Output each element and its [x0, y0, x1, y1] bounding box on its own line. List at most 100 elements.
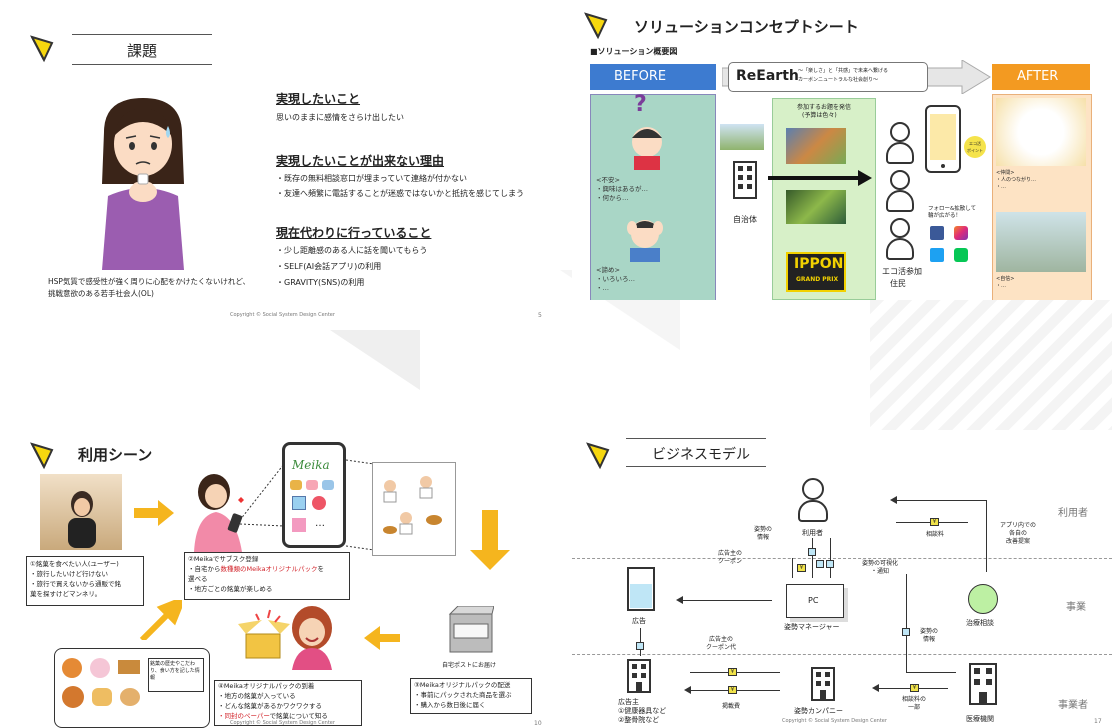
chef-figures-illustration — [383, 476, 442, 535]
before-panel — [590, 94, 716, 300]
text-alt-2: ・SELF(AI会話アプリ)の利用 — [276, 262, 382, 271]
ippon-banner — [786, 252, 846, 292]
pc-monitor-icon — [786, 584, 844, 618]
brand-box — [728, 62, 928, 92]
step1-line3: ・旅行で買えないから通販で銘 — [30, 580, 121, 588]
page-number: 17 — [1094, 718, 1102, 725]
advertiser-building-icon — [627, 659, 651, 693]
section-divider-line — [572, 558, 1112, 559]
step1-line2: ・旅行したいけど行けない — [30, 570, 108, 578]
logo-icon — [584, 12, 608, 40]
resident-label-1: エコ活参加 — [882, 267, 922, 276]
yen-coin-icon: ¥ — [930, 518, 939, 526]
after-label: AFTER — [1017, 69, 1059, 84]
ippon-title: IPPON — [794, 256, 844, 272]
text-achieve: 思いのままに感情をさらけ出したい — [276, 113, 404, 122]
after-header — [992, 64, 1090, 90]
label-visual-notify: 姿勢の可視化・通知 — [862, 560, 899, 575]
medical-building-icon — [969, 663, 997, 705]
happy-woman-illustration — [292, 606, 332, 670]
resident-body-icon — [886, 142, 914, 164]
user-body-icon — [798, 500, 828, 522]
arrow-head-left-icon — [872, 684, 879, 692]
heading-alternatives: 現在代わりに行っていること — [276, 226, 432, 240]
sitting-woman-illustration — [68, 491, 96, 548]
footer-copyright: Copyright © Social System Design Center — [230, 312, 335, 318]
side-label-users: 利用者 — [1058, 508, 1088, 519]
step4-line4-highlight: ・同封のペーパー — [218, 712, 270, 720]
heading-what-to-achieve: 実現したいこと — [276, 92, 361, 106]
head-in-hands-illustration — [627, 220, 663, 262]
step2-box — [184, 552, 350, 600]
follow-share-text: フォロー&拡散して輪が広がる！ — [928, 206, 977, 219]
logo-icon — [30, 442, 54, 470]
photo-group-people — [996, 212, 1086, 272]
flow-line — [906, 574, 907, 672]
challenge-panel-title-1: 参加するお題を発信 — [797, 104, 852, 111]
flow-line — [792, 558, 793, 578]
company-label: 姿勢カンパニー — [794, 707, 843, 715]
before-note-1: <不安>・興味はあるが…・何から… — [596, 176, 648, 202]
section-divider-line — [572, 654, 1112, 655]
persona-caption-line1: HSP気質で感受性が強く周りに心配をかけたくないけれど、 — [48, 277, 251, 286]
label-ad-fee: 掲載費 — [722, 703, 741, 710]
brand-tagline-1: ～「楽しさ」と「共感」で未来へ繋げる — [798, 68, 889, 74]
step3-line1: ③Meikaオリジナルパックの配送 — [414, 681, 511, 689]
flow-line — [830, 538, 831, 578]
step2-line4: ・地方ごとの銘菓が楽しめる — [188, 585, 273, 593]
dotted-zoom-lines — [346, 459, 375, 551]
sweet-item-4 — [62, 686, 84, 708]
yen-coin-icon: ¥ — [797, 564, 806, 572]
flow-line — [986, 500, 987, 572]
footer-copyright: Copyright © Social System Design Center — [782, 718, 887, 724]
step1-line4: 菓を探すけどマンネリ。 — [30, 590, 102, 598]
step2-line2-suffix: を — [317, 565, 325, 573]
brand-tagline-2: カーボンニュートラルな社会創り～ — [798, 77, 879, 83]
label-ad-coupon-fee: 広告主のクーポン代 — [706, 636, 737, 651]
ad-panel-icon — [627, 567, 655, 611]
flow-line — [896, 500, 986, 501]
step4-line4: ・同封のペーパーで銘菓について知る — [218, 712, 328, 721]
right-arrow-icon — [768, 170, 872, 186]
page-number: 10 — [534, 720, 542, 727]
step4-line4-suffix: で銘菓について知る — [269, 712, 328, 720]
brand-name: ReEarth — [736, 68, 799, 84]
resident-head-icon — [890, 218, 910, 238]
before-header — [590, 64, 716, 90]
logo-icon — [586, 442, 610, 470]
user-label: 利用者 — [802, 529, 823, 537]
step3-line3: ・購入から数日後に届く — [414, 701, 486, 709]
step2-line2-highlight: 数種類のMeikaオリジナルパック — [220, 565, 318, 573]
challenge-panel-title-2: (予算は色々) — [802, 112, 837, 119]
yellow-arrow-left-icon — [364, 626, 400, 650]
label-ad-coupon: 広告主のクーポン — [718, 550, 743, 565]
coupon-token-icon — [816, 560, 824, 568]
posture-info-token-icon — [808, 548, 816, 556]
sweets-info-text: 銘菓の歴史やこだわり、食い方を記した情報 — [150, 661, 200, 681]
consult-label: 治療相談 — [966, 619, 994, 627]
yen-coin-icon: ¥ — [910, 684, 919, 692]
text-alt-1: ・少し距離感のある人に話を聞いてもらう — [276, 246, 428, 255]
sweet-item-3 — [118, 660, 140, 674]
consult-circle-icon — [968, 584, 998, 614]
slide-issues: 課題 HSP気質で感受性が強く周りに心配をかけたくないけれど、 挑戦意欲のある若… — [0, 0, 556, 330]
eco-point-badge: エコ活ポイント — [964, 136, 986, 158]
app-tile-gift-box-icon — [292, 518, 306, 532]
sweet-item-1 — [62, 658, 82, 678]
photo-community-circle — [996, 98, 1086, 166]
step2-line2: ・自宅から数種類のMeikaオリジナルパックを — [188, 565, 324, 574]
step4-line2: ・地方の銘菓が入っている — [218, 692, 296, 700]
flow-line — [812, 538, 813, 578]
slide-title: 利用シーン — [78, 446, 153, 464]
sweets-info-card — [148, 658, 204, 692]
slide-business-model: ビジネスモデル 利用者 事業 事業者 利用者 姿勢の情報 広告主のクーポン 姿勢… — [572, 430, 1112, 728]
yellow-arrow-diagonal-icon — [139, 600, 182, 640]
posture-info-token-icon — [902, 628, 910, 636]
app-tile-sweets-1 — [290, 480, 302, 490]
yellow-arrow-right-icon — [134, 500, 174, 526]
footer-copyright: Copyright © Social System Design Center — [230, 720, 335, 726]
step2-line3: 選べる — [188, 575, 208, 583]
resident-body-icon — [886, 190, 914, 212]
yen-coin-icon: ¥ — [728, 668, 737, 676]
after-note-2: <自信>・… — [996, 276, 1015, 289]
